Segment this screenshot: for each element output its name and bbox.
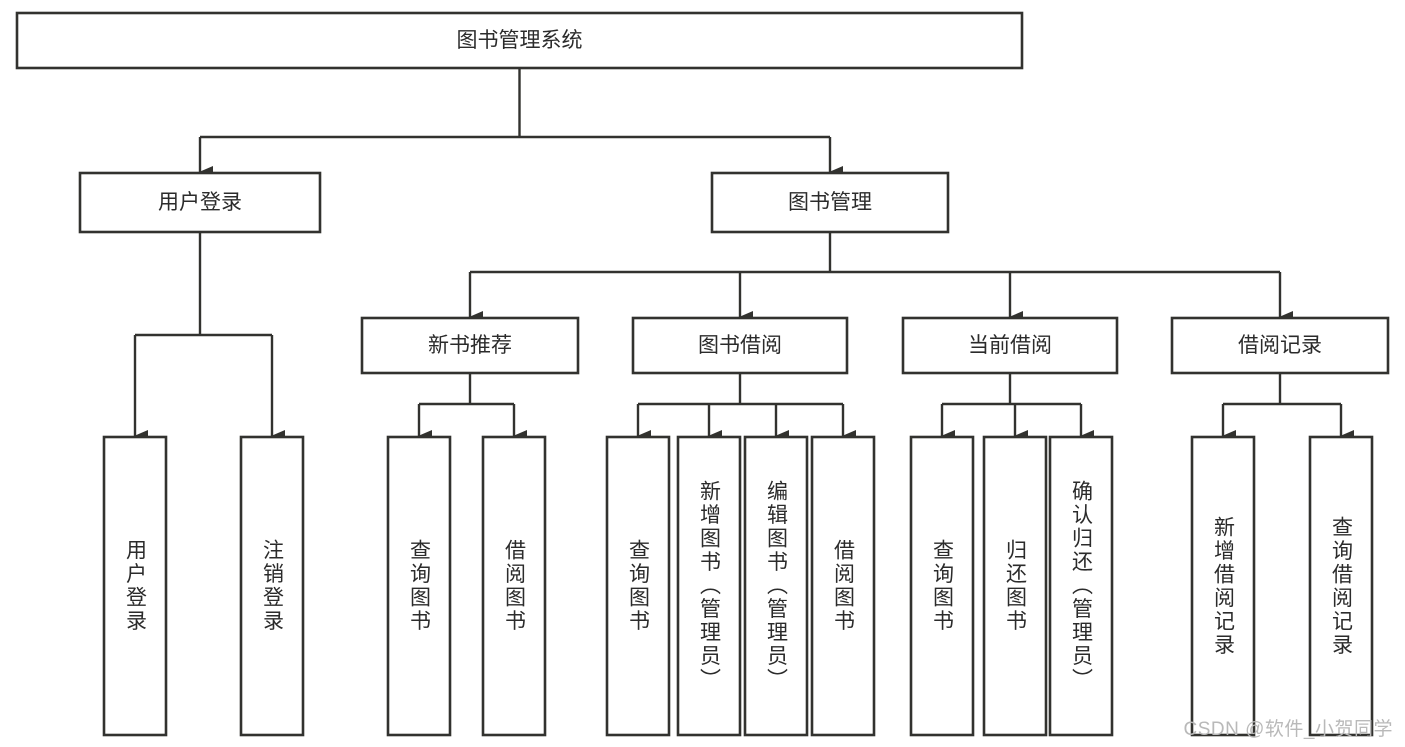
node-box-leaf-borrow-borrow-book (810, 435, 876, 737)
node-box-leaf-borrow-edit-book (743, 435, 809, 737)
node-box-leaf-borrow-add-book (676, 435, 742, 737)
boxes-layer (15, 11, 1390, 737)
node-box-leaf-current-query-book (909, 435, 975, 737)
node-box-leaf-record-query (1308, 435, 1374, 737)
connectors-layer (133, 68, 1354, 442)
node-label-book-borrow: 图书借阅 (698, 334, 782, 357)
node-label-root: 图书管理系统 (457, 29, 583, 52)
node-label-borrow-record: 借阅记录 (1238, 334, 1322, 357)
node-box-book-borrow (631, 316, 849, 375)
node-box-leaf-user-login (102, 435, 168, 737)
node-label-new-book-recommend: 新书推荐 (428, 334, 512, 357)
node-box-leaf-user-logout (239, 435, 305, 737)
node-box-new-book-recommend (360, 316, 580, 375)
node-label-user-login: 用户登录 (158, 191, 242, 214)
node-box-leaf-borrow-query-book (605, 435, 671, 737)
node-box-borrow-record (1170, 316, 1390, 375)
node-box-leaf-current-confirm-return (1048, 435, 1114, 737)
node-label-current-borrow: 当前借阅 (968, 334, 1052, 357)
node-box-root (15, 11, 1024, 70)
node-box-user-login (78, 171, 322, 234)
watermark-text: CSDN @软件_小贺同学 (1183, 719, 1393, 740)
node-box-book-management (710, 171, 950, 234)
node-box-leaf-recommend-query-book (386, 435, 452, 737)
node-box-leaf-record-add (1190, 435, 1256, 737)
node-box-leaf-recommend-borrow-book (481, 435, 547, 737)
node-label-book-management: 图书管理 (788, 191, 872, 214)
node-box-current-borrow (901, 316, 1119, 375)
node-box-leaf-current-return-book (982, 435, 1048, 737)
